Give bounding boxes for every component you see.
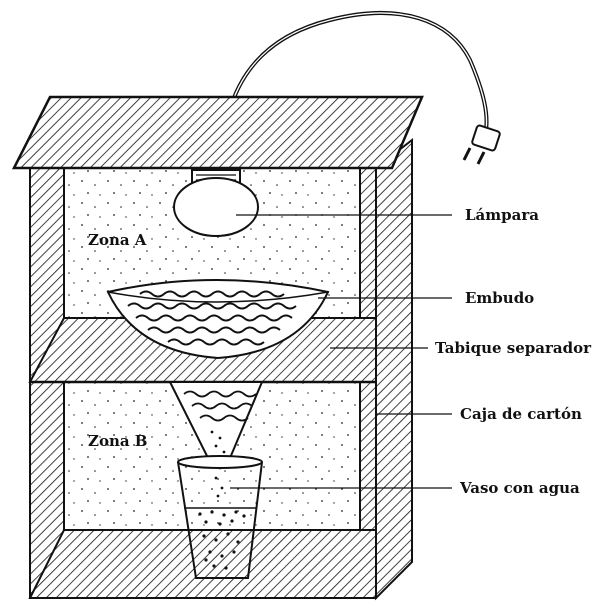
label-vaso: Vaso con agua — [459, 479, 580, 497]
box-floor — [30, 530, 376, 598]
label-embudo: Embudo — [465, 289, 534, 307]
label-lampara: Lámpara — [465, 206, 539, 224]
label-tabique: Tabique separador — [435, 339, 592, 357]
right-side-wall — [376, 140, 412, 598]
lid — [14, 97, 422, 168]
label-caja: Caja de cartón — [460, 405, 582, 423]
zone-b-label: Zona B — [88, 432, 147, 450]
zone-a-label: Zona A — [88, 231, 147, 249]
plug-icon — [464, 125, 501, 164]
